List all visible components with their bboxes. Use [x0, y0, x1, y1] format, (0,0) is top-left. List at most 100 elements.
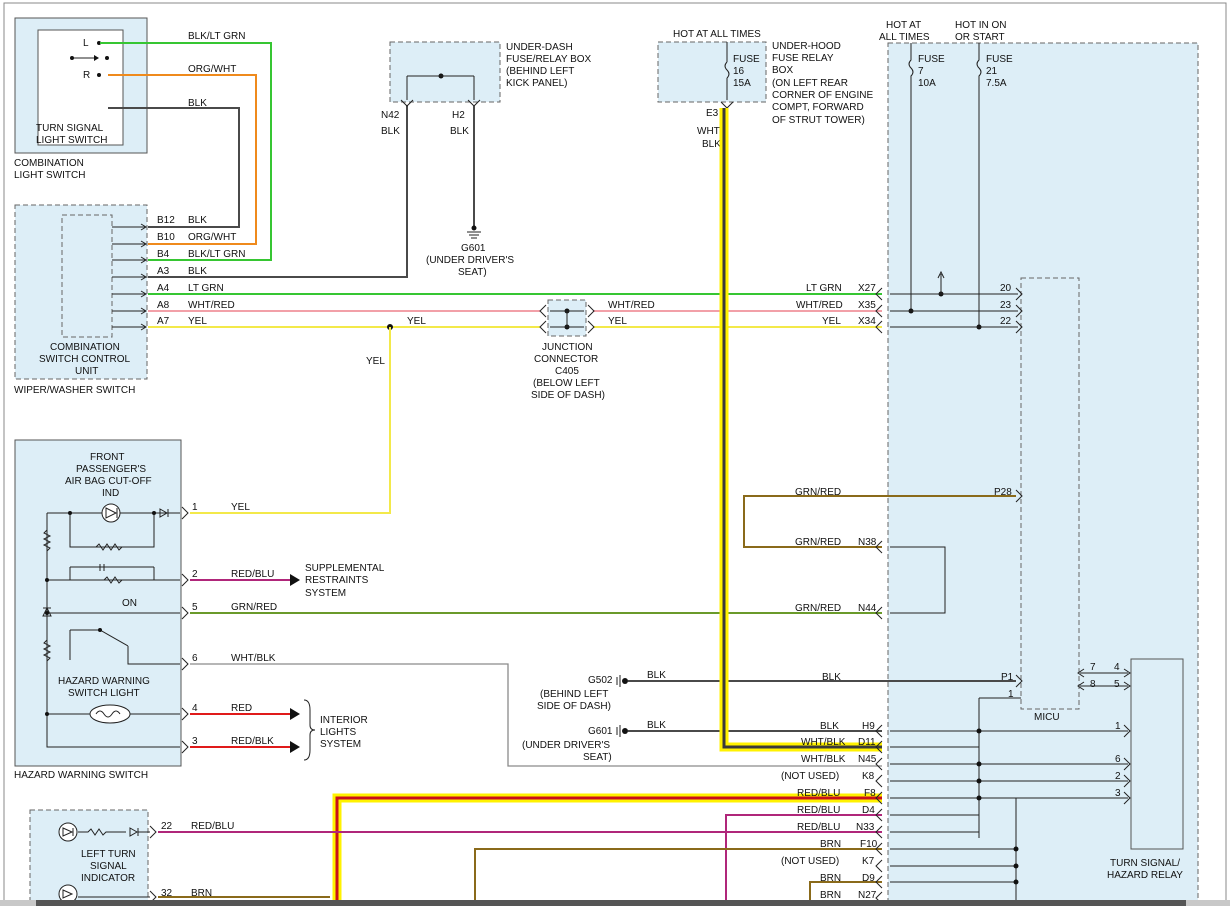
g601-loc-2: SEAT): [583, 752, 612, 763]
lower-wire-h9: BLK: [820, 721, 839, 732]
airbag-pin-6: 6: [192, 653, 198, 664]
wiper-wire-a4: LT GRN: [188, 283, 224, 294]
wiper-washer-switch: B12 B10 B4 A3 A4 A8 A7 BLK ORG/WHT BLK/L…: [14, 204, 245, 396]
wire-blk-switch: [108, 107, 240, 228]
pin-x34-wire: YEL: [822, 316, 841, 327]
hot-a-2: ALL TIMES: [879, 32, 930, 43]
wiper-wire-a3: BLK: [188, 266, 207, 277]
relay-pin-1: 1: [1115, 721, 1121, 732]
wire-wht-blk-n45: [190, 663, 882, 767]
under-dash-fuse-relay-box: UNDER-DASH FUSE/RELAY BOX (BEHIND LEFT K…: [381, 41, 592, 137]
ground-g502: G502 BLK (BEHIND LEFT SIDE OF DASH): [537, 670, 666, 712]
airbag-pin-5: 5: [192, 602, 198, 613]
wiper-label-3: UNIT: [75, 366, 98, 377]
airbag-wire-4: RED: [231, 703, 252, 714]
under-hood-label-3: BOX: [772, 65, 793, 76]
p1-pin: P1: [1001, 672, 1014, 683]
switch-pin-l: L: [83, 38, 89, 49]
left-turn-label-3: INDICATOR: [81, 873, 135, 884]
lower-pin-d4: D4: [862, 805, 875, 816]
srs-label-3: SYSTEM: [305, 588, 346, 599]
wiper-pin-b10: B10: [157, 232, 175, 243]
wire-brn-f10: [474, 848, 882, 906]
wiper-wire-b4: BLK/LT GRN: [188, 249, 245, 260]
pin-x34: X34: [858, 316, 876, 327]
right-fuses: HOT AT ALL TIMES HOT IN ON OR START FUSE…: [879, 20, 1018, 330]
lower-pin-h9: H9: [862, 721, 875, 732]
arrow-srs-icon: [290, 574, 300, 586]
p28-pin: P28: [994, 487, 1012, 498]
fuse-b-amp: 7.5A: [986, 78, 1007, 89]
lower-pin-n33: N33: [856, 822, 875, 833]
turn-signal-switch-label-1: TURN SIGNAL: [36, 123, 104, 134]
turn-signal-switch-label-2: LIGHT SWITCH: [36, 135, 107, 146]
left-turn-wire-32: BRN: [191, 888, 212, 899]
micu-pin-22: 22: [1000, 316, 1012, 327]
junction-label-4: (BELOW LEFT: [533, 378, 600, 389]
relay-pin-5: 5: [1114, 679, 1120, 690]
left-turn-wire-22: RED/BLU: [191, 821, 234, 832]
junction-label-3: C405: [555, 366, 579, 377]
wiper-pin-b12: B12: [157, 215, 175, 226]
left-turn-label-1: LEFT TURN: [81, 849, 136, 860]
scrollbar-thumb[interactable]: [36, 900, 1186, 906]
under-hood-fuse-num: 16: [733, 66, 745, 77]
under-dash-wire-1: BLK: [381, 126, 400, 137]
g502-loc-2: SIDE OF DASH): [537, 701, 611, 712]
interior-brace: [303, 699, 316, 761]
under-dash-wire-2: BLK: [450, 126, 469, 137]
hazard-light-label-1: HAZARD WARNING: [58, 676, 150, 687]
g502-name: G502: [588, 675, 613, 686]
lower-pin-k7: K7: [862, 856, 875, 867]
wiper-pin-a7: A7: [157, 316, 170, 327]
airbag-pin-2: 2: [192, 569, 198, 580]
under-dash-pin-n42: N42: [381, 110, 400, 121]
under-hood-label-4: (ON LEFT REAR: [772, 78, 848, 89]
junction-wire-a: WHT/RED: [608, 300, 655, 311]
fuse-a-num: 7: [918, 66, 924, 77]
junction-label-2: CONNECTOR: [534, 354, 598, 365]
airbag-wire-5: GRN/RED: [231, 602, 277, 613]
fuse-box-pins-top: LT GRN WHT/RED YEL X27 X35 X34 20 23 22: [796, 283, 1023, 334]
wiper-pin-b4: B4: [157, 249, 170, 260]
hazard-light-label-2: SWITCH LIGHT: [68, 688, 140, 699]
airbag-wire-1: YEL: [231, 502, 250, 513]
left-turn-signal-indicator: LEFT TURN SIGNAL INDICATOR 22 RED/BLU 32…: [29, 809, 234, 906]
lower-wire-n27: BRN: [820, 890, 841, 901]
fuse-b-num: 21: [986, 66, 998, 77]
combination-light-switch-label-1: COMBINATION: [14, 158, 84, 169]
relay-label-1: TURN SIGNAL/: [1110, 858, 1180, 869]
airbag-title-3: AIR BAG CUT-OFF: [65, 476, 152, 487]
relay-pin-3: 3: [1115, 788, 1121, 799]
pin-x27-wire: LT GRN: [806, 283, 842, 294]
n38-wire: GRN/RED: [795, 537, 841, 548]
wire-label-blk-lt-grn: BLK/LT GRN: [188, 31, 245, 42]
lower-pin-k8: K8: [862, 771, 875, 782]
relay-pin-6: 6: [1115, 754, 1121, 765]
hazard-warning-switch: FRONT PASSENGER'S AIR BAG CUT-OFF IND ON…: [14, 439, 277, 781]
airbag-pin-3: 3: [192, 736, 198, 747]
combination-light-switch: L R TURN SIGNAL LIGHT SWITCH COMBINATION…: [14, 17, 148, 181]
wire-n38-n44-loop: [890, 546, 946, 614]
under-hood-wire-2: BLK: [702, 139, 721, 150]
ground-g601-top: G601 (UNDER DRIVER'S SEAT): [426, 225, 514, 278]
lower-wire-n45: WHT/BLK: [801, 754, 846, 765]
micu-panel: [1020, 277, 1080, 710]
combination-light-switch-label-2: LIGHT SWITCH: [14, 170, 85, 181]
wiper-label-4: WIPER/WASHER SWITCH: [14, 385, 135, 396]
g502-wire: BLK: [647, 670, 666, 681]
fuse-a-amp: 10A: [918, 78, 936, 89]
under-dash-label-3: (BEHIND LEFT: [506, 66, 574, 77]
n44-wire: GRN/RED: [795, 603, 841, 614]
wire-yel-down: [190, 327, 391, 514]
left-turn-label-2: SIGNAL: [90, 861, 127, 872]
under-hood-fuse: FUSE: [733, 54, 760, 65]
under-hood-hot-label: HOT AT ALL TIMES: [673, 29, 761, 40]
airbag-wire-2: RED/BLU: [231, 569, 274, 580]
airbag-wire-3: RED/BLK: [231, 736, 274, 747]
under-hood-pin-e3: E3: [706, 108, 719, 119]
wiper-wire-a8: WHT/RED: [188, 300, 235, 311]
micu-pin-1: 1: [1008, 689, 1014, 700]
relay-pin-8: 8: [1090, 679, 1096, 690]
